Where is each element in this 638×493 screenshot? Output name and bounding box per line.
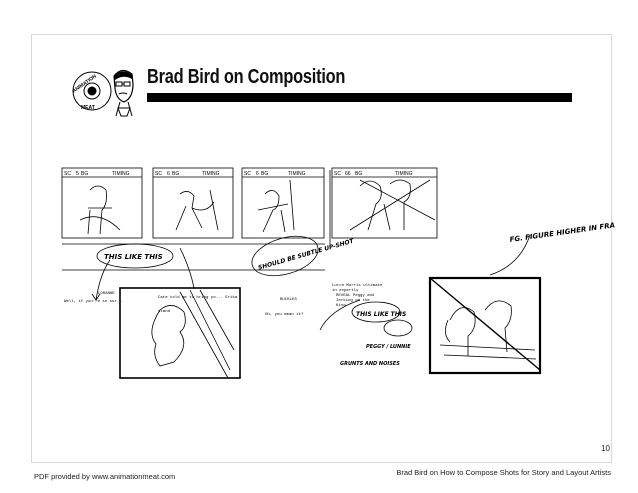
storyboard-panel-2	[152, 167, 234, 239]
svg-text:REVEAL Peggy and: REVEAL Peggy and	[336, 293, 375, 298]
title-rule	[147, 93, 572, 102]
svg-text:BUCKLES: BUCKLES	[280, 298, 297, 302]
storyboard-panel-right	[428, 276, 542, 375]
svg-text:Cate told me to bring yo... Er: Cate told me to bring yo... Erika	[158, 295, 238, 300]
svg-text:THIS LIKE THIS: THIS LIKE THIS	[356, 311, 406, 318]
storyboard-panel-3	[241, 167, 325, 239]
svg-text:Lurch Morris ultimate: Lurch Morris ultimate	[332, 283, 383, 288]
storyboard-panel-4	[331, 167, 438, 239]
svg-text:Oh, you mean it?: Oh, you mean it?	[265, 312, 304, 317]
storyboard-sketch: SC 5 BG TIMING SC 6 BG TIMING SC 6 BG TI…	[61, 167, 615, 379]
svg-text:6: 6	[256, 171, 259, 177]
svg-text:GRUNTS AND NOISES: GRUNTS AND NOISES	[340, 361, 400, 367]
svg-text:stand: stand	[158, 309, 171, 314]
svg-text:TIMING: TIMING	[288, 171, 306, 177]
svg-text:BG: BG	[355, 171, 362, 177]
page-frame	[31, 34, 612, 463]
svg-text:in expertly: in expertly	[332, 288, 359, 293]
svg-text:TIMING: TIMING	[202, 171, 220, 177]
svg-text:Jerking on the: Jerking on the	[336, 298, 370, 303]
footer-document-title: Brad Bird on How to Compose Shots for St…	[396, 468, 611, 477]
storyboard-panel-center	[119, 287, 241, 379]
svg-text:66: 66	[345, 171, 351, 177]
page-title: Brad Bird on Composition	[147, 66, 346, 88]
svg-text:BG: BG	[261, 171, 268, 177]
portrait-sketch-icon	[113, 69, 134, 117]
svg-text:5: 5	[76, 171, 79, 177]
animation-meat-logo: ANIMATION MEAT	[70, 64, 142, 120]
svg-text:THIS LIKE THIS: THIS LIKE THIS	[104, 253, 163, 261]
svg-text:FG. FIGURE HIGHER IN FRAME ETC: FG. FIGURE HIGHER IN FRAME ETC.	[509, 217, 615, 244]
page-number: 10	[601, 444, 610, 453]
svg-text:BG: BG	[81, 171, 88, 177]
svg-text:TIMING: TIMING	[112, 171, 130, 177]
svg-text:SC: SC	[155, 171, 162, 177]
svg-text:King.: King.	[336, 303, 348, 308]
footer-source-credit: PDF provided by www.animationmeat.com	[34, 472, 176, 481]
svg-text:6: 6	[167, 171, 170, 177]
svg-text:SC: SC	[244, 171, 251, 177]
svg-text:TIMING: TIMING	[395, 171, 413, 177]
svg-text:SC: SC	[64, 171, 71, 177]
storyboard-panel-1	[61, 167, 143, 239]
svg-text:SHOULD BE SUBTLE UP-SHOT: SHOULD BE SUBTLE UP-SHOT	[257, 237, 355, 271]
svg-text:Well, if you're so sur...: Well, if you're so sur...	[64, 299, 124, 304]
svg-text:PEGGY / LUNNIE: PEGGY / LUNNIE	[366, 344, 411, 350]
svg-text:SC: SC	[334, 171, 341, 177]
svg-text:MEAT: MEAT	[81, 105, 95, 111]
svg-text:LORANNE: LORANNE	[98, 292, 115, 296]
svg-text:BG: BG	[172, 171, 179, 177]
